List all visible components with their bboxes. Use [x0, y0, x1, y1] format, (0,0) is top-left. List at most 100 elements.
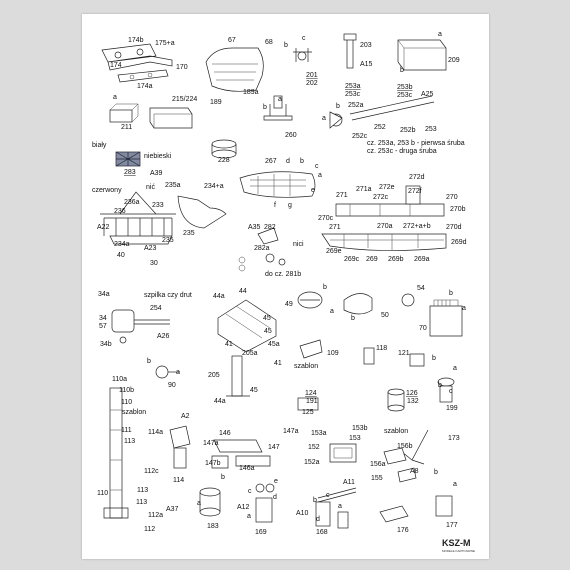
- part-label: 67: [228, 37, 236, 44]
- part-label: 30: [150, 260, 158, 267]
- part-label: b: [432, 355, 436, 362]
- part-label: 215/224: [172, 96, 197, 103]
- part-label: 174b: [128, 37, 144, 44]
- part-label: a: [453, 365, 457, 372]
- part-label: 153b: [352, 425, 368, 432]
- publisher-logo: KSZ-M MODELE KARTONOWE: [442, 538, 475, 553]
- part-label: biały: [92, 142, 107, 149]
- part-label: A37: [166, 506, 179, 513]
- part-label: b: [351, 315, 355, 322]
- part-label: 254: [150, 305, 162, 312]
- part-label: 269d: [451, 239, 467, 246]
- part-label: 269: [366, 256, 378, 263]
- part-label: b: [336, 103, 340, 110]
- part-label: d: [286, 158, 290, 165]
- part-label: 125: [302, 409, 314, 416]
- part-label: 45a: [268, 341, 280, 348]
- part-label: 152a: [304, 459, 320, 466]
- part-label: 156a: [370, 461, 386, 468]
- part-label: 228: [218, 157, 230, 164]
- part-label: 170: [176, 64, 188, 71]
- part-label: 147b: [205, 460, 221, 467]
- part-label: 112c: [144, 468, 159, 475]
- part-label: A23: [144, 245, 157, 252]
- part-label: 272c: [373, 194, 389, 201]
- part-label: d: [273, 494, 277, 501]
- part-label: b: [438, 382, 442, 389]
- part-label: 44: [239, 288, 247, 295]
- part-label: a: [113, 94, 117, 101]
- part-label: 191: [306, 398, 318, 405]
- part-label: 34a: [98, 291, 110, 298]
- part-label: 203: [360, 42, 372, 49]
- logo-text: KSZ-M: [442, 538, 471, 548]
- part-label: 110: [121, 399, 132, 406]
- part-label: 205a: [242, 350, 258, 357]
- part-label: c: [315, 163, 319, 170]
- part-label: 271: [329, 224, 341, 231]
- part-label: A39: [150, 170, 163, 177]
- part-label: A35: [248, 224, 261, 231]
- part-label: nici: [293, 241, 304, 248]
- part-label: 252c: [352, 133, 368, 140]
- part-label: 41: [274, 360, 282, 367]
- part-label: 283: [124, 169, 136, 176]
- part-label: 50: [381, 312, 389, 319]
- part-label: 45: [250, 387, 258, 394]
- part-drawings: [100, 33, 463, 529]
- part-label: b: [449, 290, 453, 297]
- part-label: 124: [305, 390, 317, 397]
- part-label: 211: [121, 124, 132, 131]
- part-label: e: [311, 187, 315, 194]
- part-label: 173: [448, 435, 460, 442]
- part-label: 235: [162, 237, 174, 244]
- part-label: cz. 253a, 253 b - pierwsa śruba: [367, 140, 465, 147]
- part-label: 189: [210, 99, 222, 106]
- part-label: a: [438, 31, 442, 38]
- logo-subtitle: MODELE KARTONOWE: [442, 549, 475, 553]
- part-label: a: [247, 513, 251, 520]
- part-label: a: [176, 369, 180, 376]
- part-label: A8: [410, 468, 419, 475]
- part-label: 252: [374, 124, 386, 131]
- part-label: 174a: [137, 83, 153, 90]
- part-label: a: [338, 503, 342, 510]
- part-label: 183: [207, 523, 219, 530]
- part-label: 177: [446, 522, 458, 529]
- part-label: b: [323, 284, 327, 291]
- part-label: 209: [448, 57, 460, 64]
- part-label: 272e: [379, 184, 395, 191]
- part-label: 113: [137, 487, 148, 494]
- part-label: 113: [136, 499, 147, 506]
- part-label: 272f: [408, 188, 422, 195]
- part-label: 260: [285, 132, 297, 139]
- part-label: 189a: [243, 89, 259, 96]
- part-label: 270c: [318, 215, 334, 222]
- part-label: A15: [360, 61, 373, 68]
- part-label: 45: [263, 315, 271, 322]
- part-label: 70: [419, 325, 427, 332]
- part-label: 44a: [213, 293, 225, 300]
- part-label: 147: [268, 444, 280, 451]
- part-label: a: [453, 481, 457, 488]
- part-label: 236a: [124, 199, 140, 206]
- part-label: 49: [285, 301, 293, 308]
- part-label: 253: [425, 126, 437, 133]
- part-label: 57: [99, 323, 107, 330]
- part-label: 236: [114, 208, 126, 215]
- part-label: 34: [99, 315, 107, 322]
- part-label: 114: [173, 477, 184, 484]
- part-label: 253b: [397, 84, 413, 91]
- part-label: 110: [97, 490, 108, 497]
- part-label: 41: [225, 341, 233, 348]
- part-label: 176: [397, 527, 409, 534]
- part-label: a: [318, 172, 322, 179]
- part-label: 269a: [414, 256, 430, 263]
- part-label: 235a: [165, 182, 181, 189]
- part-label: 234+a: [204, 183, 224, 190]
- part-label: cz. 253c - druga śruba: [367, 148, 437, 155]
- part-label: 253c: [397, 92, 413, 99]
- part-label: 169: [255, 529, 267, 536]
- part-label: niebieski: [144, 153, 172, 160]
